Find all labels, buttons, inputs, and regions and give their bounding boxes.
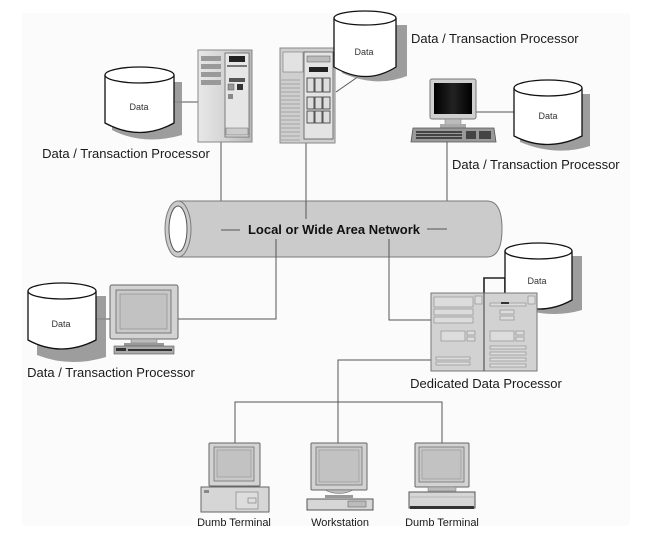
node-label-tower: Data / Transaction Processor xyxy=(42,146,210,161)
rack-server-icon xyxy=(279,47,336,144)
node-label-dedicated: Dedicated Data Processor xyxy=(410,376,562,391)
node-label-workstation-topright: Data / Transaction Processor xyxy=(452,157,620,172)
datastore-top: Data xyxy=(333,10,407,82)
tower-server-icon xyxy=(197,49,253,143)
node-label-rack: Data / Transaction Processor xyxy=(411,31,579,46)
datastore-left: Data xyxy=(27,282,106,363)
desktop-computer-icon xyxy=(410,78,497,143)
datastore-label: Data xyxy=(51,319,70,329)
workstation-icon xyxy=(306,442,374,511)
dumb-terminal-icon xyxy=(408,442,476,509)
datastore-label: Data xyxy=(129,102,148,112)
datastore-topright: Data xyxy=(513,79,590,151)
link-network-to-left-computer xyxy=(178,238,277,320)
datastore-dedicated: Data xyxy=(504,242,582,314)
terminal-bus xyxy=(234,401,443,445)
datastore-label: Data xyxy=(354,47,373,57)
network-label-bg xyxy=(240,219,428,239)
node-label-terminal-3: Dumb Terminal xyxy=(405,517,479,529)
link-dedicated-to-bus xyxy=(337,359,432,445)
datastore-topleft: Data xyxy=(104,66,182,140)
network-label: Local or Wide Area Network xyxy=(248,222,421,237)
node-label-workstation: Workstation xyxy=(311,517,369,529)
node-label-left-computer: Data / Transaction Processor xyxy=(27,365,195,380)
link-network-to-dedicated xyxy=(388,238,432,321)
cabinet-server-icon xyxy=(430,292,538,372)
dumb-terminal-icon xyxy=(200,442,270,513)
datastore-label: Data xyxy=(527,276,546,286)
desktop-computer-icon xyxy=(109,284,179,355)
datastore-label: Data xyxy=(538,111,557,121)
node-label-terminal-1: Dumb Terminal xyxy=(197,517,271,529)
